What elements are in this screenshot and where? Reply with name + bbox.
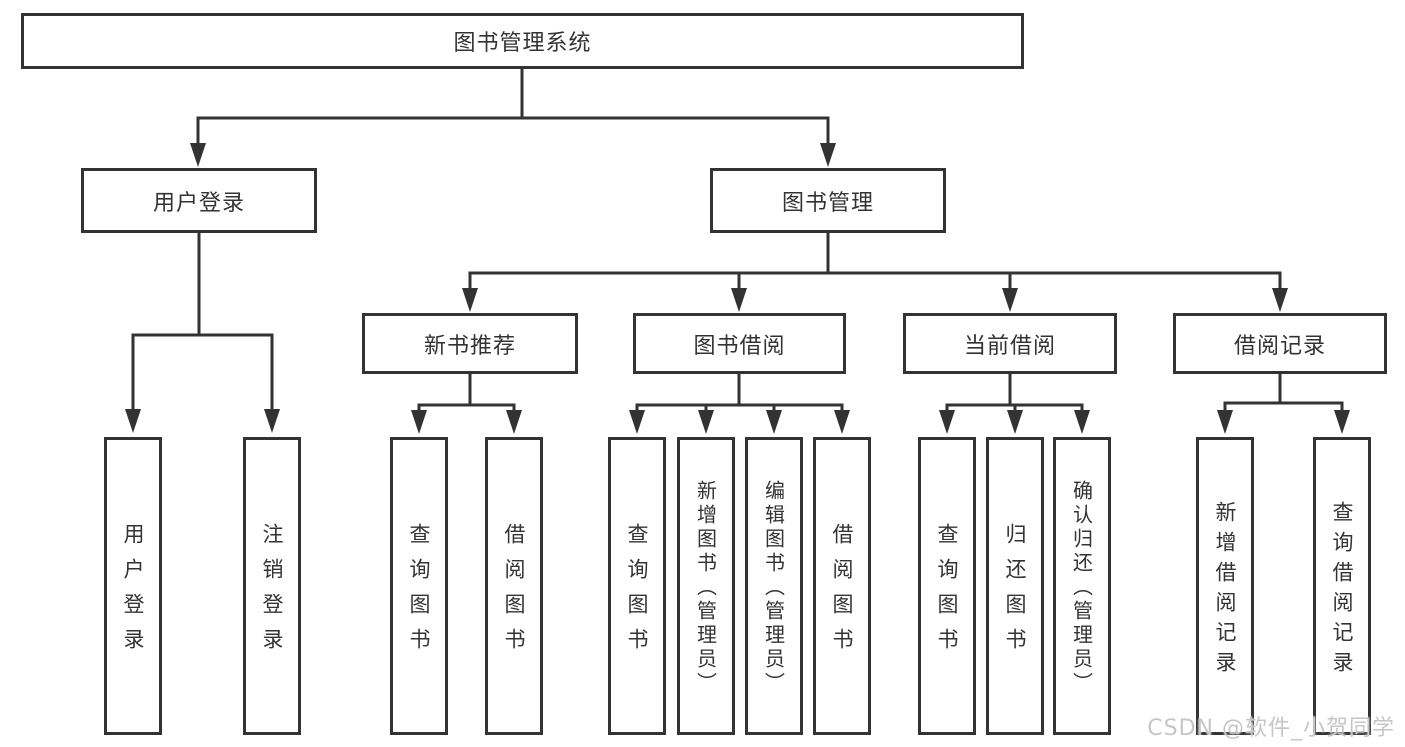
leaf-cb-confirm-return-admin: 确认归还（管理员） — [1053, 437, 1111, 735]
leaf-bb-query-books: 查询图书 — [608, 437, 666, 735]
node-current-borrow-label: 当前借阅 — [963, 333, 1056, 359]
connector-book-borrow — [635, 374, 844, 415]
connector-borrow-records — [1223, 374, 1344, 415]
leaf-nbr-query-books: 查询图书 — [390, 437, 448, 735]
leaf-cb-return-books-label: 归还图书 — [1003, 523, 1027, 663]
leaf-logout: 注销登录 — [243, 437, 301, 735]
leaf-bb-borrow-books-label: 借阅图书 — [830, 523, 854, 663]
node-book-borrow-label: 图书借阅 — [693, 333, 786, 359]
node-new-book-recommend-label: 新书推荐 — [423, 333, 516, 359]
node-new-book-recommend: 新书推荐 — [362, 313, 578, 374]
connector-book-management — [468, 232, 1282, 293]
node-user-login: 用户登录 — [81, 168, 317, 233]
leaf-bb-add-books-admin-label: 新增图书（管理员） — [693, 480, 718, 696]
connector-new-book-recommend — [417, 374, 516, 415]
leaf-user-login-label: 用户登录 — [121, 523, 145, 663]
leaf-bb-query-books-label: 查询图书 — [625, 523, 649, 663]
connector-root — [196, 68, 830, 148]
leaf-bb-edit-books-admin-label: 编辑图书（管理员） — [761, 480, 786, 696]
node-borrow-records-label: 借阅记录 — [1233, 333, 1326, 359]
leaf-bb-edit-books-admin: 编辑图书（管理员） — [745, 437, 803, 735]
node-book-management-label: 图书管理 — [781, 190, 874, 216]
leaf-br-query-borrow-record-label: 查询借阅记录 — [1330, 500, 1354, 681]
node-current-borrow: 当前借阅 — [903, 313, 1117, 374]
leaf-br-query-borrow-record: 查询借阅记录 — [1313, 437, 1371, 735]
leaf-cb-query-books: 查询图书 — [918, 437, 976, 735]
node-root-system: 图书管理系统 — [21, 13, 1024, 69]
csdn-watermark: CSDN @软件_小贺同学 — [1147, 716, 1395, 741]
leaf-cb-return-books: 归还图书 — [986, 437, 1044, 735]
leaf-cb-confirm-return-admin-label: 确认归还（管理员） — [1069, 480, 1094, 696]
node-book-management: 图书管理 — [710, 168, 946, 233]
connector-current-borrow — [945, 374, 1084, 415]
node-borrow-records: 借阅记录 — [1173, 313, 1387, 374]
leaf-bb-add-books-admin: 新增图书（管理员） — [677, 437, 735, 735]
leaf-cb-query-books-label: 查询图书 — [935, 523, 959, 663]
leaf-nbr-query-books-label: 查询图书 — [407, 523, 431, 663]
node-book-borrow: 图书借阅 — [633, 313, 846, 374]
leaf-user-login: 用户登录 — [104, 437, 162, 735]
leaf-nbr-borrow-books: 借阅图书 — [485, 437, 543, 735]
leaf-br-add-borrow-record-label: 新增借阅记录 — [1213, 500, 1237, 681]
connector-user-login — [131, 232, 274, 414]
arrowheads — [125, 143, 1350, 434]
leaf-bb-borrow-books: 借阅图书 — [813, 437, 871, 735]
leaf-logout-label: 注销登录 — [260, 523, 284, 663]
node-user-login-label: 用户登录 — [152, 190, 245, 216]
node-root-label: 图书管理系统 — [453, 31, 592, 56]
leaf-nbr-borrow-books-label: 借阅图书 — [502, 523, 526, 663]
leaf-br-add-borrow-record: 新增借阅记录 — [1196, 437, 1254, 735]
